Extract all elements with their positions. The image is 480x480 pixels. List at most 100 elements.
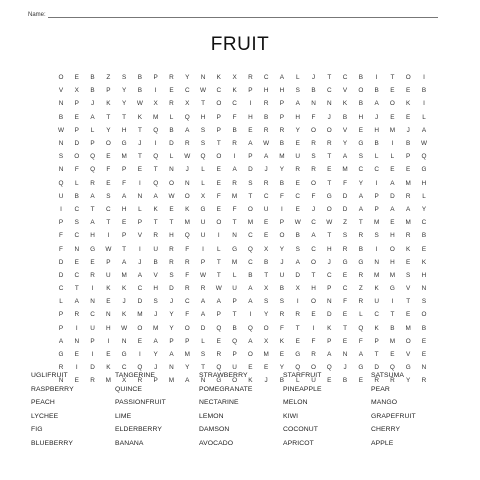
grid-letter: B <box>342 377 348 385</box>
grid-letter: E <box>406 311 411 319</box>
grid-letter: U <box>279 271 285 279</box>
grid-letter: S <box>264 298 269 306</box>
grid-letter: I <box>375 245 378 253</box>
grid-letter: T <box>201 100 205 108</box>
grid-letter: M <box>389 271 396 279</box>
grid-letter: S <box>374 232 379 240</box>
grid-letter: Y <box>121 87 127 95</box>
grid-letter: T <box>248 192 253 200</box>
grid-letter: A <box>390 205 395 213</box>
grid-letter: G <box>358 364 364 372</box>
grid-letter: R <box>405 232 411 240</box>
grid-letter: W <box>57 126 65 134</box>
grid-letter: I <box>233 153 236 161</box>
grid-letter: V <box>137 232 143 240</box>
grid-letter: E <box>74 351 79 359</box>
grid-letter: G <box>121 351 127 359</box>
grid-letter: X <box>200 192 206 200</box>
grid-letter: N <box>74 245 80 253</box>
grid-letter: H <box>374 126 379 134</box>
grid-letter: G <box>90 245 96 253</box>
grid-letter: H <box>390 232 395 240</box>
grid-letter: C <box>342 74 348 82</box>
grid-letter: W <box>105 245 112 253</box>
grid-letter: J <box>264 377 268 385</box>
grid-letter: N <box>232 232 237 240</box>
grid-letter: B <box>264 113 269 121</box>
grid-letter: E <box>216 205 221 213</box>
grid-letter: R <box>311 140 316 148</box>
grid-letter: T <box>216 140 221 148</box>
grid-letter: T <box>264 271 269 279</box>
grid-letter: F <box>59 232 63 240</box>
grid-letter: I <box>296 298 299 306</box>
grid-letter: M <box>105 377 111 385</box>
grid-letter: Q <box>200 153 206 161</box>
grid-letter: T <box>343 324 348 332</box>
grid-letter: M <box>405 219 411 227</box>
grid-letter: M <box>137 311 143 319</box>
grid-letter: X <box>264 245 269 253</box>
grid-letter: E <box>264 364 269 372</box>
grid-letter: U <box>200 232 206 240</box>
grid-letter: Q <box>184 232 190 240</box>
grid-letter: J <box>90 100 95 108</box>
grid-letter: A <box>279 74 285 82</box>
grid-letter: J <box>154 364 158 372</box>
grid-letter: R <box>248 74 253 82</box>
grid-letter: L <box>232 271 237 279</box>
grid-letter: M <box>168 377 175 385</box>
grid-letter: H <box>326 245 332 253</box>
grid-letter: D <box>137 298 143 306</box>
grid-letter: H <box>421 271 427 279</box>
grid-letter: W <box>326 219 333 227</box>
grid-letter: V <box>342 126 348 134</box>
grid-letter: P <box>327 285 332 293</box>
grid-letter: S <box>200 351 206 359</box>
word-list-item: PEAR <box>371 385 390 393</box>
word-list-item: TANGERINE <box>115 372 156 379</box>
grid-letter: T <box>374 351 379 359</box>
grid-letter: E <box>121 219 127 227</box>
grid-letter: Y <box>342 140 348 148</box>
grid-letter: G <box>295 351 301 359</box>
grid-letter: C <box>232 100 237 108</box>
grid-letter: M <box>153 324 159 332</box>
grid-letter: R <box>279 311 285 319</box>
grid-letter: A <box>185 126 190 134</box>
grid-letter: F <box>185 311 190 319</box>
grid-letter: E <box>406 87 411 95</box>
grid-letter: D <box>169 285 174 293</box>
grid-letter: B <box>90 74 95 82</box>
grid-letter: T <box>137 126 142 134</box>
grid-letter: C <box>184 298 190 306</box>
grid-letter: S <box>358 153 363 161</box>
grid-letter: R <box>358 271 364 279</box>
grid-letter: H <box>358 113 364 121</box>
grid-letter: C <box>74 205 80 213</box>
grid-letter: O <box>105 140 111 148</box>
grid-letter: D <box>374 364 379 372</box>
grid-letter: E <box>342 337 348 345</box>
grid-letter: I <box>391 140 394 148</box>
grid-letter: I <box>139 179 141 187</box>
grid-letter: R <box>421 377 427 385</box>
grid-letter: A <box>248 285 253 293</box>
grid-letter: B <box>374 140 379 148</box>
grid-letter: H <box>106 324 111 332</box>
grid-letter: S <box>421 298 427 306</box>
grid-letter: C <box>58 285 64 293</box>
grid-letter: A <box>90 192 95 200</box>
grid-letter: B <box>248 271 253 279</box>
word-list-item: RASPBERRY <box>31 385 74 393</box>
grid-letter: O <box>311 258 316 266</box>
grid-letter: W <box>168 192 175 200</box>
grid-letter: R <box>184 140 190 148</box>
word-list-item: DAMSON <box>199 426 230 434</box>
grid-letter: J <box>138 140 142 148</box>
